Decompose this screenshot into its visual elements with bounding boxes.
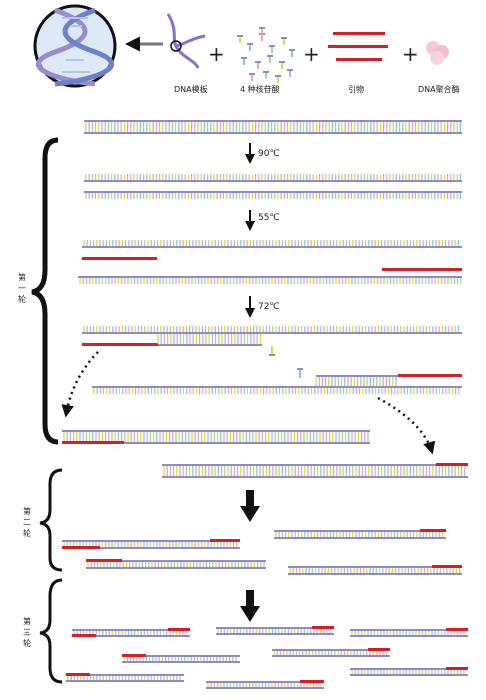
dna-single-strand-top [84, 174, 462, 182]
primer-extending-2 [398, 374, 462, 377]
temp-denature: 90℃ [258, 149, 280, 159]
extending-strand-top [82, 326, 462, 334]
free-nucleotide-icon [269, 346, 303, 378]
nucleotide-icon [237, 27, 295, 83]
round3-duplex-5 [272, 648, 390, 657]
extension-rungs [157, 334, 262, 346]
dna-template-strand-icon [166, 13, 206, 69]
product-duplex-2 [162, 463, 468, 478]
magnifier-icon [33, 4, 117, 88]
dna-template-label: DNA模板 [174, 85, 208, 94]
round3-duplex-1 [72, 628, 190, 637]
template-strand-top [82, 240, 462, 248]
round2-duplex-3 [86, 559, 266, 569]
primer-extending-1 [82, 343, 158, 346]
dotted-arrow-left [61, 351, 99, 418]
round-3-label: 第三轮 [23, 617, 31, 648]
temp-extend: 72℃ [258, 302, 280, 312]
round3-duplex-7 [206, 680, 324, 689]
round3-duplex-8 [350, 667, 468, 676]
plus-sign-1: + [208, 42, 225, 66]
plus-sign-3: + [402, 42, 419, 66]
dna-single-strand-bottom [84, 191, 462, 199]
extending-strand-bottom [92, 386, 462, 394]
dna-strands [62, 120, 468, 689]
round-1-bracket [31, 137, 59, 445]
extension-rungs-2 [315, 375, 398, 386]
primer-label: 引物 [348, 85, 364, 94]
primer-annealed-2 [382, 268, 462, 271]
round-2-bracket [39, 468, 63, 572]
dna-double-strand [84, 120, 462, 134]
round3-duplex-2 [216, 626, 334, 635]
round2-duplex-1 [62, 539, 240, 549]
round-2-label: 第二轮 [23, 507, 31, 538]
template-strand-bottom [78, 276, 462, 284]
round2-duplex-2 [274, 529, 446, 539]
dotted-arrow-right [377, 396, 436, 455]
round3-duplex-6 [66, 673, 184, 682]
round3-duplex-3 [350, 628, 468, 637]
product-duplex-1 [62, 430, 370, 444]
round2-duplex-4 [288, 565, 462, 575]
polymerase-label: DNA聚合酶 [418, 85, 460, 94]
step-arrows [240, 143, 260, 622]
round3-duplex-4 [122, 654, 240, 663]
double-helix-icon [36, 7, 114, 87]
polymerase-icon [426, 41, 449, 65]
round-1-label: 第一轮 [18, 273, 26, 304]
primer-annealed-1 [82, 257, 157, 260]
primer-icon [328, 32, 388, 61]
nucleotides-label: 4 种核苷酸 [240, 85, 280, 94]
round-3-bracket [39, 578, 63, 684]
plus-sign-2: + [303, 42, 320, 66]
temp-anneal: 55℃ [258, 213, 280, 223]
